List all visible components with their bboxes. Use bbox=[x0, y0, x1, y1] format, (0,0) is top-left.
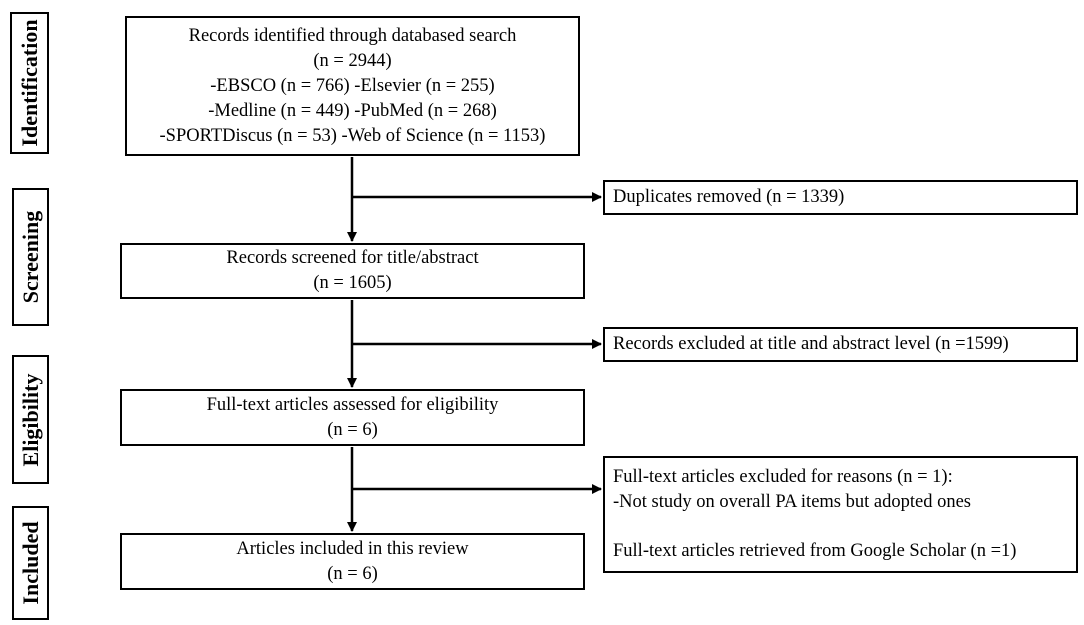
fulltext-excluded-line: Full-text articles excluded for reasons … bbox=[613, 467, 953, 487]
fulltext-excluded-line: -Not study on overall PA items but adopt… bbox=[613, 492, 971, 512]
articles-included-line: Articles included in this review bbox=[236, 538, 469, 559]
records-identified-line: Records identified through databased sea… bbox=[188, 25, 517, 46]
articles-included-line: (n = 6) bbox=[327, 563, 378, 584]
records-identified-line: -Medline (n = 449) -PubMed (n = 268) bbox=[208, 100, 497, 121]
records-screened-line: (n = 1605) bbox=[313, 273, 392, 293]
duplicates-removed-text: Duplicates removed (n = 1339) bbox=[613, 187, 845, 207]
stage-eligibility: Eligibility bbox=[12, 355, 49, 484]
records-identified-line: -EBSCO (n = 766) -Elsevier (n = 255) bbox=[210, 75, 495, 96]
fulltext-assessed-line: Full-text articles assessed for eligibil… bbox=[206, 394, 499, 415]
articles-included-box: Articles included in this review (n = 6) bbox=[120, 533, 585, 590]
records-screened-box: Records screened for title/abstract (n =… bbox=[120, 243, 585, 299]
records-identified-line: (n = 2944) bbox=[313, 50, 392, 71]
stage-identification: Identification bbox=[10, 12, 49, 154]
fulltext-excluded-box: Full-text articles excluded for reasons … bbox=[603, 456, 1078, 573]
records-identified-line: -SPORTDiscus (n = 53) -Web of Science (n… bbox=[159, 125, 546, 146]
records-screened-line: Records screened for title/abstract bbox=[226, 248, 479, 268]
duplicates-removed-box: Duplicates removed (n = 1339) bbox=[603, 180, 1078, 215]
stage-screening: Screening bbox=[12, 188, 49, 326]
records-identified-box: Records identified through databased sea… bbox=[125, 16, 580, 156]
excluded-title-abstract-box: Records excluded at title and abstract l… bbox=[603, 327, 1078, 362]
fulltext-assessed-box: Full-text articles assessed for eligibil… bbox=[120, 389, 585, 446]
stage-included: Included bbox=[12, 506, 49, 620]
fulltext-excluded-line: Full-text articles retrieved from Google… bbox=[613, 541, 1017, 561]
excluded-title-abstract-text: Records excluded at title and abstract l… bbox=[613, 334, 1009, 354]
fulltext-assessed-line: (n = 6) bbox=[327, 419, 378, 440]
